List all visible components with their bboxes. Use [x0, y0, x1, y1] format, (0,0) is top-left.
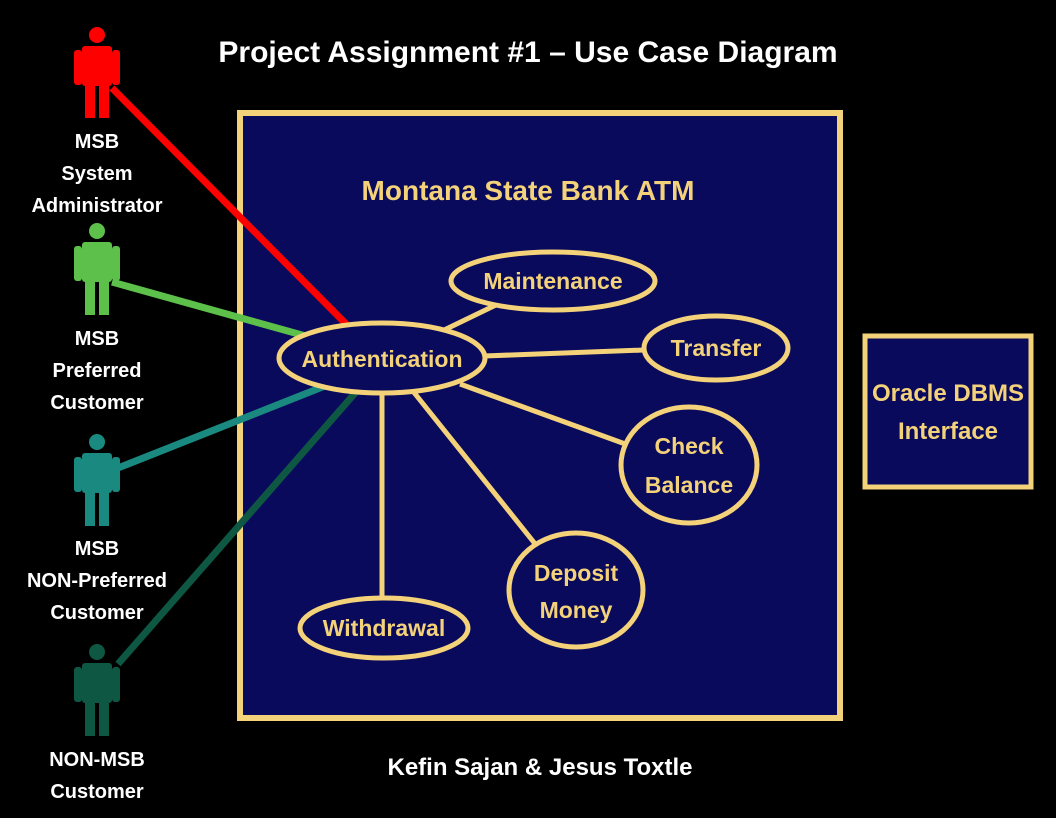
use-case-withdrawal[interactable]: Withdrawal: [297, 595, 471, 661]
use-case-check-balance[interactable]: Check Balance: [618, 404, 760, 526]
actor-preferred-icon: [74, 223, 120, 315]
actor-non-preferred-label-1: MSB: [75, 538, 119, 560]
actor-admin-icon: [74, 27, 120, 118]
use-case-transfer[interactable]: Transfer: [641, 313, 791, 383]
connector-transfer: [483, 347, 645, 359]
use-case-deposit-money[interactable]: Deposit Money: [506, 530, 646, 650]
check-balance-label-line1: Check: [654, 433, 723, 459]
connector-maintenance: [438, 300, 502, 335]
actor-non-preferred-label-2: NON-Preferred: [27, 570, 167, 592]
actor-admin-label-1: MSB: [75, 131, 119, 153]
actor-non-msb-icon: [74, 644, 120, 736]
actor-admin[interactable]: MSB System Administrator: [31, 27, 163, 217]
diagram-title: Project Assignment #1 – Use Case Diagram: [218, 36, 837, 69]
actor-non-preferred[interactable]: MSB NON-Preferred Customer: [27, 434, 167, 624]
actor-non-preferred-label-3: Customer: [50, 602, 144, 624]
association-non-msb: [115, 389, 359, 667]
external-oracle-dbms[interactable]: Oracle DBMS Interface: [862, 333, 1034, 490]
system-title: Montana State Bank ATM: [362, 175, 695, 206]
deposit-money-label-line1: Deposit: [534, 560, 619, 586]
association-non-preferred: [116, 380, 332, 472]
actor-non-preferred-icon: [74, 434, 120, 526]
connector-deposit: [410, 388, 542, 552]
actor-non-msb-label-1: NON-MSB: [49, 749, 145, 771]
actor-preferred[interactable]: MSB Preferred Customer: [50, 223, 144, 414]
external-label-2: Interface: [898, 418, 998, 445]
connector-check-balance: [459, 381, 629, 448]
check-balance-label-line2: Balance: [645, 472, 733, 498]
deposit-money-label-line2: Money: [540, 597, 613, 623]
external-label-1: Oracle DBMS: [872, 380, 1024, 407]
association-preferred: [111, 278, 321, 344]
actor-non-msb[interactable]: NON-MSB Customer: [49, 644, 145, 803]
authentication-label: Authentication: [302, 346, 463, 372]
maintenance-label: Maintenance: [483, 268, 622, 294]
authors-footer: Kefin Sajan & Jesus Toxtle: [388, 754, 693, 781]
actor-non-msb-label-2: Customer: [50, 781, 144, 803]
use-case-maintenance[interactable]: Maintenance: [448, 249, 658, 313]
transfer-label: Transfer: [671, 335, 762, 361]
actor-admin-label-2: System: [61, 163, 132, 185]
actor-preferred-label-3: Customer: [50, 392, 144, 414]
actor-admin-label-3: Administrator: [31, 195, 162, 217]
association-admin: [109, 85, 355, 333]
use-case-authentication[interactable]: Authentication: [276, 320, 488, 396]
use-case-connectors: [379, 300, 645, 600]
withdrawal-label: Withdrawal: [323, 615, 445, 641]
actor-preferred-label-1: MSB: [75, 328, 119, 350]
actor-preferred-label-2: Preferred: [53, 360, 142, 382]
